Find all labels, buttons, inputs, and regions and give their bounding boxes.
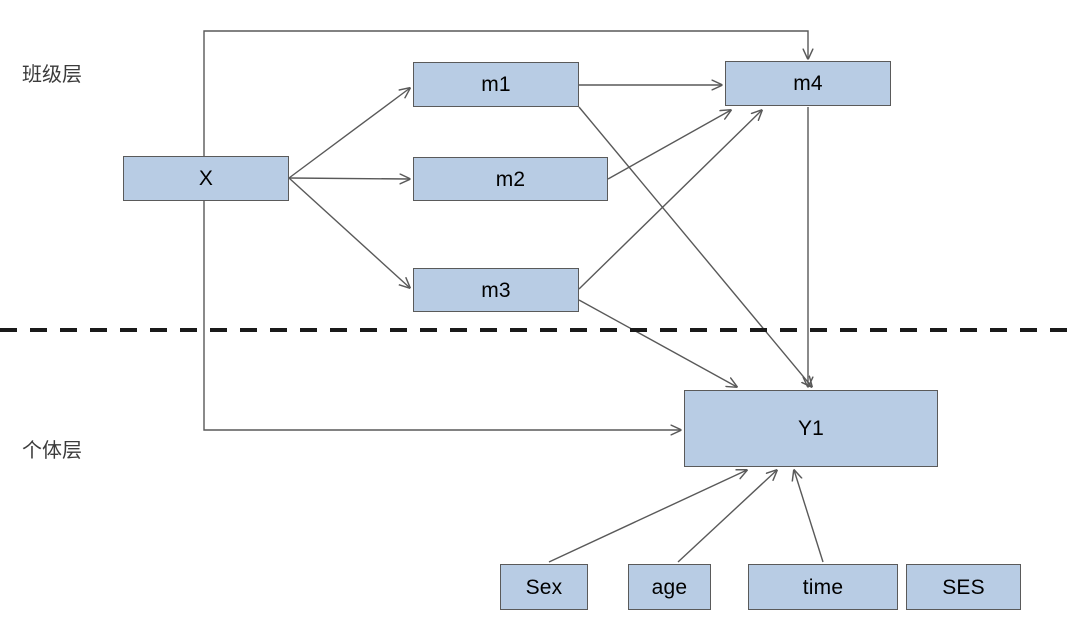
node-m4[interactable]: m4 [725,61,891,106]
edge-x-to-m4 [203,30,808,156]
edge-m2-to-m4 [607,110,731,180]
node-m3[interactable]: m3 [413,268,579,312]
node-y1[interactable]: Y1 [684,390,938,467]
edge-time-to-y1 [794,470,824,563]
node-m2[interactable]: m2 [413,157,608,201]
edge-sex-to-y1 [548,470,747,563]
node-age[interactable]: age [628,564,711,610]
node-m1[interactable]: m1 [413,62,579,107]
layer-label-individual: 个体层 [22,438,82,462]
node-sex[interactable]: Sex [500,564,588,610]
node-x[interactable]: X [123,156,289,201]
edge-m3-to-m4 [578,110,762,290]
layer-label-class: 班级层 [22,62,82,86]
node-ses[interactable]: SES [906,564,1021,610]
edge-x-to-m3 [288,177,410,288]
edge-x-to-m1 [288,88,410,179]
edge-age-to-y1 [677,470,777,563]
edge-m3-to-y1 [578,299,737,387]
edge-x-to-y1 [203,201,681,430]
edge-m1-to-y1 [578,106,812,387]
edge-x-to-m2 [288,178,410,179]
node-time[interactable]: time [748,564,898,610]
